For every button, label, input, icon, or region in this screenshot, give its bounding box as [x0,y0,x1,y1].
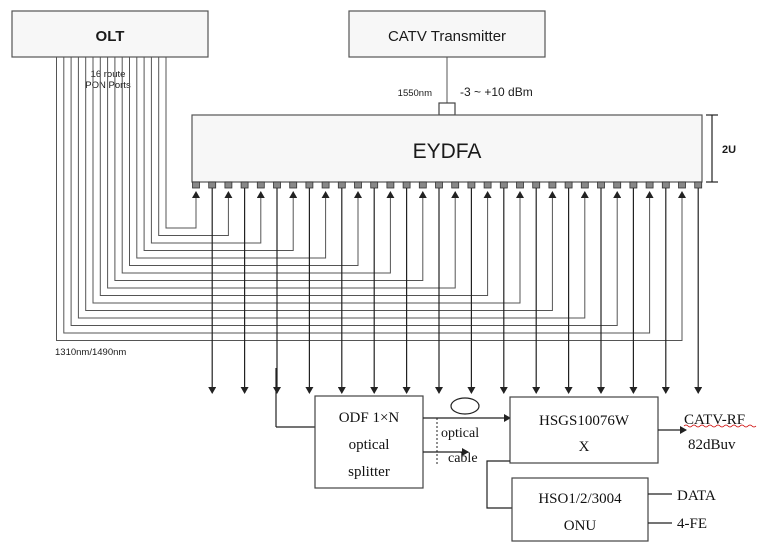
eydfa-port [402,181,411,189]
eydfa-port [208,181,217,189]
olt-pon-line [121,57,395,274]
olt-ports-label-line2: PON Ports [85,80,131,91]
eydfa-port [321,181,330,189]
hsgs-label-line2: X [579,439,590,455]
eydfa-port [613,181,622,189]
eydfa-port [370,181,379,189]
onu-label-line2: ONU [564,518,597,534]
eydfa-port [516,181,524,189]
odf-label-line1: ODF 1×N [339,410,400,426]
onu-box [511,477,649,542]
catv-rf-underline [683,424,757,428]
eydfa-port [337,181,346,189]
olt-pon-line [56,57,686,341]
eydfa-port [532,181,541,189]
eydfa-port [418,181,427,189]
eydfa-port [192,181,200,189]
hsgs-to-onu-line [486,460,512,509]
eydfa-height-label: 2U [722,144,736,156]
olt-pon-line [107,57,460,289]
fiber-coil-icon [450,397,480,415]
onu-fe-label: 4-FE [677,516,707,532]
eydfa-port [273,181,281,189]
eydfa-label: EYDFA [413,140,482,163]
olt-pon-line [63,57,654,334]
eydfa-port [678,181,686,189]
eydfa-port [289,181,298,189]
olt-pon-line [150,57,265,244]
onu-label-line1: HSO1/2/3004 [538,491,622,507]
olt-pon-line [114,57,427,281]
eydfa-port [499,181,508,189]
olt-pon-line [99,57,492,296]
catv-connector [438,102,456,116]
eydfa-port [694,181,703,189]
catv-rf-level: 82dBuv [688,437,736,453]
olt-pon-line [158,57,233,236]
cable-label-line2: cable [448,451,478,466]
eydfa-port [597,181,605,189]
odf-splitter-box [314,395,424,489]
catv-wavelength: 1550nm [398,88,432,99]
olt-pon-line [77,57,589,319]
eydfa-port [483,181,492,189]
eydfa-port [435,181,443,189]
olt-box [11,10,209,58]
eydfa-port [240,181,249,189]
eydfa-port [548,181,557,189]
eydfa-port [629,181,638,189]
eydfa-port [256,181,265,189]
catv-transmitter-label: CATV Transmitter [388,28,506,45]
eydfa-port [386,181,395,189]
olt-pon-line [136,57,330,259]
cable-label-line1: optical [441,426,479,441]
hsgs-label-line1: HSGS10076W [539,413,630,429]
eydfa-port-group [192,181,703,189]
eydfa-port [305,181,314,189]
catv-rf-label: CATV-RF [684,412,745,428]
eydfa-port [354,181,362,189]
eydfa-port [645,181,654,189]
eydfa-port [467,181,476,189]
upstream-wavelength-label: 1310nm/1490nm [55,347,126,358]
olt-pon-line [70,57,622,326]
catv-transmitter-box [348,10,546,58]
eydfa-port [564,181,573,189]
eydfa-port [661,181,670,189]
eydfa-output-arrows [208,188,703,394]
olt-pon-lines [56,57,686,341]
olt-pon-line [143,57,298,251]
odf-label-line2: optical [349,437,390,453]
onu-data-label: DATA [677,488,716,504]
eydfa-port [451,181,460,189]
olt-pon-line [85,57,557,311]
odf-label-line3: splitter [348,464,390,480]
eydfa-box [191,114,703,183]
eydfa-port [224,181,233,189]
olt-label: OLT [96,28,125,45]
eydfa-port [580,181,589,189]
catv-power: -3 ~ +10 dBm [460,85,533,99]
olt-pon-line [92,57,524,304]
olt-pon-line [165,57,200,229]
olt-pon-line [129,57,362,266]
